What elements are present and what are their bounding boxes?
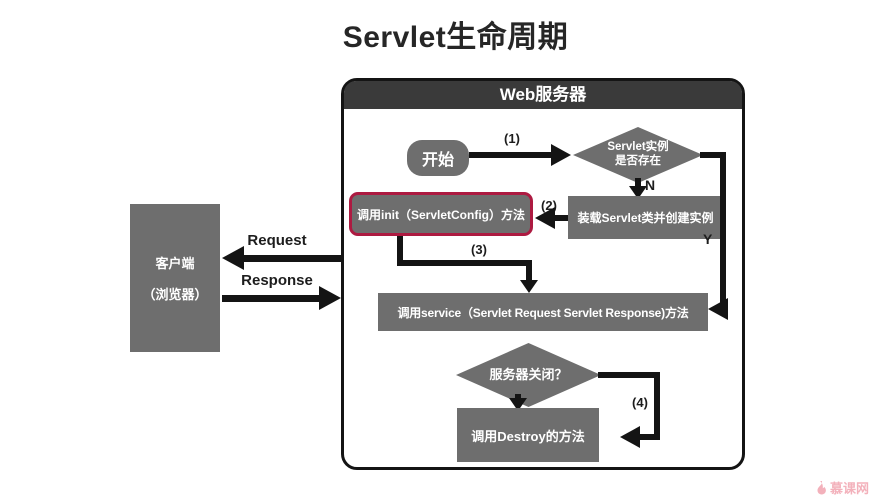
response-label: Response	[241, 272, 313, 289]
decision-instance-line1: Servlet实例	[607, 141, 669, 154]
arrow4-line-h2	[636, 434, 660, 440]
destroy-arrow-line	[515, 394, 521, 401]
page-title: Servlet生命周期	[342, 21, 569, 54]
decision-instance-line2: 是否存在	[615, 155, 661, 167]
web-server-header: Web服务器	[344, 81, 742, 109]
load-servlet-box: 装载Servlet类并创建实例	[568, 196, 723, 239]
y-branch-line-h1	[700, 152, 726, 158]
arrow4-line-h1	[598, 372, 660, 378]
y-branch-label: Y	[703, 231, 713, 247]
destroy-arrowhead-icon	[509, 398, 527, 411]
flame-icon	[816, 480, 827, 495]
request-arrow-line	[242, 255, 341, 262]
response-arrowhead-icon	[319, 286, 341, 310]
client-browser-box: 客户端 （浏览器）	[130, 204, 220, 352]
arrow2-line	[553, 215, 568, 221]
client-label-line2: （浏览器）	[142, 287, 208, 302]
y-branch-line-v	[720, 152, 726, 312]
arrow3-line-v2	[526, 266, 532, 282]
arrow2-arrowhead-icon	[535, 207, 555, 229]
imooc-watermark: 慕课网	[816, 478, 869, 497]
arrow4-arrowhead-icon	[620, 426, 640, 448]
start-node: 开始	[407, 140, 469, 176]
step-4-label: (4)	[632, 395, 648, 410]
request-arrowhead-icon	[222, 246, 244, 270]
destroy-method-box: 调用Destroy的方法	[457, 408, 599, 462]
imooc-watermark-text: 慕课网	[830, 481, 870, 496]
service-method-box: 调用service（Servlet Request Servlet Respon…	[378, 293, 708, 331]
arrow3-line-v1	[397, 236, 403, 266]
step-3-label: (3)	[471, 242, 487, 257]
arrow3-arrowhead-icon	[520, 280, 538, 293]
y-branch-arrowhead-icon	[708, 298, 728, 320]
step-1-label: (1)	[504, 131, 520, 146]
n-branch-label: N	[645, 177, 656, 193]
n-branch-arrowhead-icon	[629, 186, 647, 199]
n-branch-line	[635, 178, 641, 188]
web-server-panel: Web服务器	[341, 78, 745, 470]
arrow3-line-h	[397, 260, 532, 266]
arrow4-line-v	[654, 372, 660, 440]
arrow1-line	[469, 152, 553, 158]
response-arrow-line	[222, 295, 321, 302]
request-label: Request	[247, 232, 307, 249]
client-label-line1: 客户端	[155, 256, 195, 271]
init-method-box: 调用init（ServletConfig）方法	[349, 192, 533, 236]
arrow1-arrowhead-icon	[551, 144, 571, 166]
